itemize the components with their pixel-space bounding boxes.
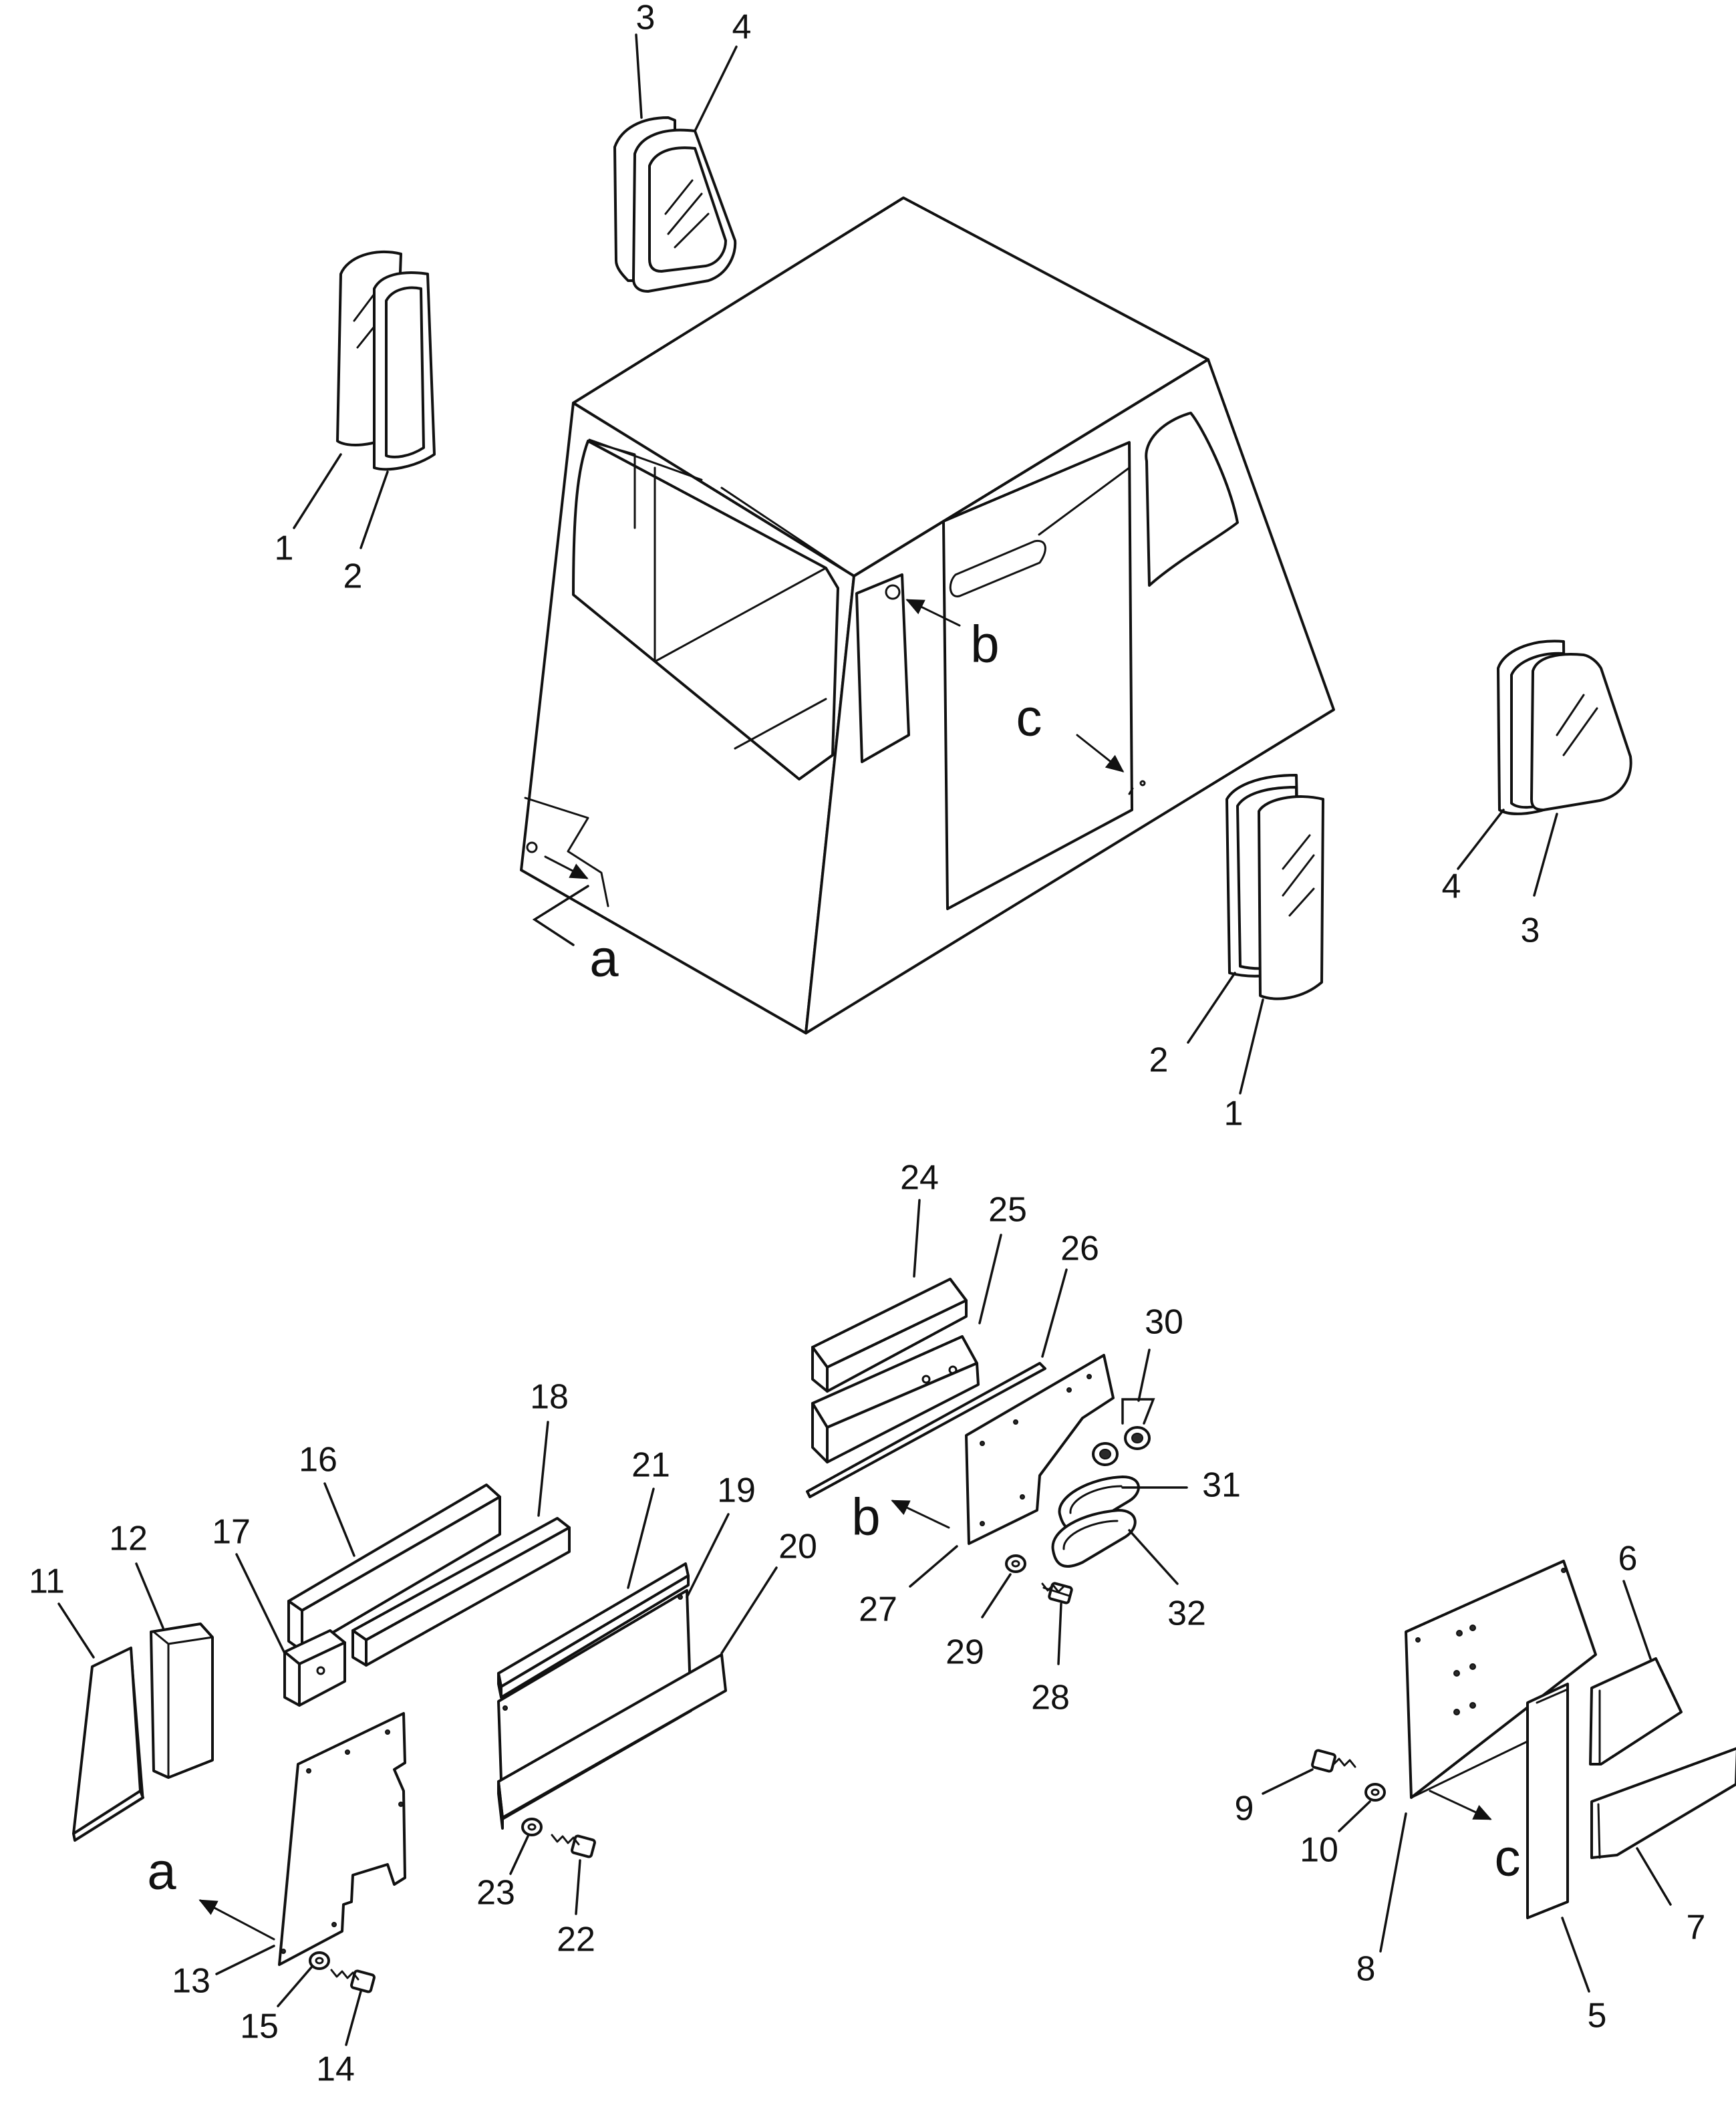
callout-10: 10 bbox=[1300, 1831, 1338, 1870]
callout-15: 15 bbox=[240, 2007, 279, 2046]
callout-22: 22 bbox=[557, 1921, 595, 1959]
view-ref-b: b bbox=[970, 615, 999, 674]
view-arrow-a: a bbox=[532, 855, 619, 988]
view-ref-a2: a bbox=[147, 1842, 176, 1900]
callout-5: 5 bbox=[1588, 1997, 1607, 2035]
window-rear-right: 2 1 bbox=[1149, 774, 1324, 1133]
callout-14: 14 bbox=[316, 2050, 355, 2089]
panel-upper-group: b bbox=[806, 1159, 1241, 1717]
callout-27: 27 bbox=[859, 1590, 897, 1629]
callout-31: 31 bbox=[1202, 1466, 1241, 1505]
view-ref-a: a bbox=[589, 929, 619, 988]
callout-32: 32 bbox=[1167, 1594, 1206, 1633]
callout-4b: 4 bbox=[1442, 867, 1461, 906]
callout-3: 3 bbox=[636, 0, 656, 37]
callout-20: 20 bbox=[778, 1528, 817, 1566]
callout-28: 28 bbox=[1031, 1679, 1070, 1717]
window-top: 3 4 bbox=[613, 0, 752, 293]
callout-8: 8 bbox=[1356, 1950, 1376, 1989]
washer-icon-15 bbox=[309, 1951, 330, 1970]
grommet-icon bbox=[1092, 1426, 1151, 1466]
view-ref-c: c bbox=[1016, 688, 1042, 747]
view-arrow-c: c bbox=[1016, 688, 1125, 772]
callout-13: 13 bbox=[172, 1962, 210, 2001]
callout-11: 11 bbox=[29, 1562, 65, 1601]
plate-holes-8 bbox=[1415, 1568, 1566, 1715]
panel-left-group: a 11 12 17 16 18 13 15 14 bbox=[29, 1378, 571, 2089]
view-ref-c2: c bbox=[1495, 1828, 1521, 1887]
callout-19: 19 bbox=[717, 1471, 756, 1510]
panel-right-group: c 6 7 5 8 9 10 bbox=[1235, 1540, 1736, 2035]
callout-2b: 2 bbox=[1149, 1041, 1169, 1080]
bolt-icon-9 bbox=[1311, 1749, 1356, 1773]
callout-24: 24 bbox=[900, 1159, 939, 1198]
washer-icon-29 bbox=[1005, 1554, 1026, 1573]
callout-30: 30 bbox=[1145, 1303, 1183, 1342]
bolt-icon-14 bbox=[330, 1969, 376, 1993]
plate-holes bbox=[980, 1374, 1092, 1526]
cab-body-icon bbox=[520, 196, 1335, 1034]
callout-23: 23 bbox=[476, 1874, 515, 1913]
callout-1b: 1 bbox=[1224, 1095, 1244, 1133]
callout-7: 7 bbox=[1687, 1909, 1706, 1947]
callout-17: 17 bbox=[212, 1513, 251, 1552]
plate-holes-13 bbox=[281, 1729, 404, 1954]
callout-6: 6 bbox=[1618, 1540, 1638, 1578]
bolt-icon-22 bbox=[551, 1834, 596, 1858]
seal-32 bbox=[1051, 1509, 1137, 1568]
window-side-right: 4 3 bbox=[1442, 640, 1632, 950]
view-ref-b2: b bbox=[851, 1488, 880, 1546]
callout-29: 29 bbox=[946, 1633, 984, 1672]
callout-21: 21 bbox=[631, 1446, 670, 1485]
callout-4: 4 bbox=[732, 8, 752, 47]
callout-12: 12 bbox=[109, 1520, 148, 1558]
callout-2: 2 bbox=[343, 557, 363, 596]
bolt-icon-28 bbox=[1041, 1582, 1073, 1604]
callout-16: 16 bbox=[299, 1441, 337, 1480]
window-front-left: 1 2 bbox=[275, 250, 436, 596]
callout-3b: 3 bbox=[1521, 911, 1540, 950]
panel-middle-group: 21 19 20 23 22 bbox=[476, 1446, 817, 1959]
washer-icon-23 bbox=[521, 1818, 543, 1836]
callout-26: 26 bbox=[1060, 1230, 1099, 1268]
callout-9: 9 bbox=[1235, 1790, 1254, 1828]
callout-18: 18 bbox=[530, 1378, 569, 1417]
callout-25: 25 bbox=[988, 1191, 1027, 1230]
view-arrow-b: b bbox=[905, 599, 1000, 674]
callout-1: 1 bbox=[275, 529, 294, 568]
washer-icon-10 bbox=[1364, 1783, 1386, 1802]
